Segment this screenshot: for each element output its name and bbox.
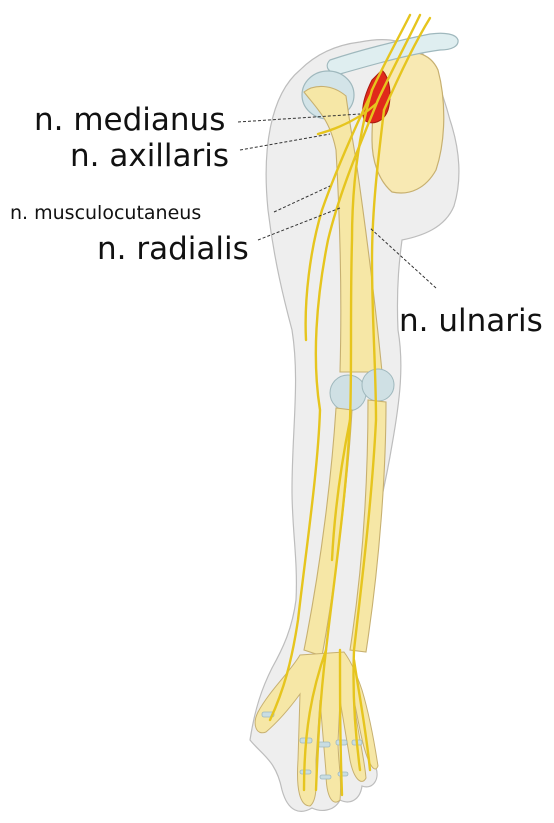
label-n-musculocutaneus: n. musculocutaneus xyxy=(10,204,201,223)
label-n-medianus: n. medianus xyxy=(34,105,225,136)
label-n-radialis: n. radialis xyxy=(97,234,249,265)
elbow-joint-medial xyxy=(330,375,366,411)
label-n-axillaris: n. axillaris xyxy=(70,141,229,172)
label-n-ulnaris: n. ulnaris xyxy=(399,306,543,337)
elbow-joint-lateral xyxy=(362,369,394,401)
